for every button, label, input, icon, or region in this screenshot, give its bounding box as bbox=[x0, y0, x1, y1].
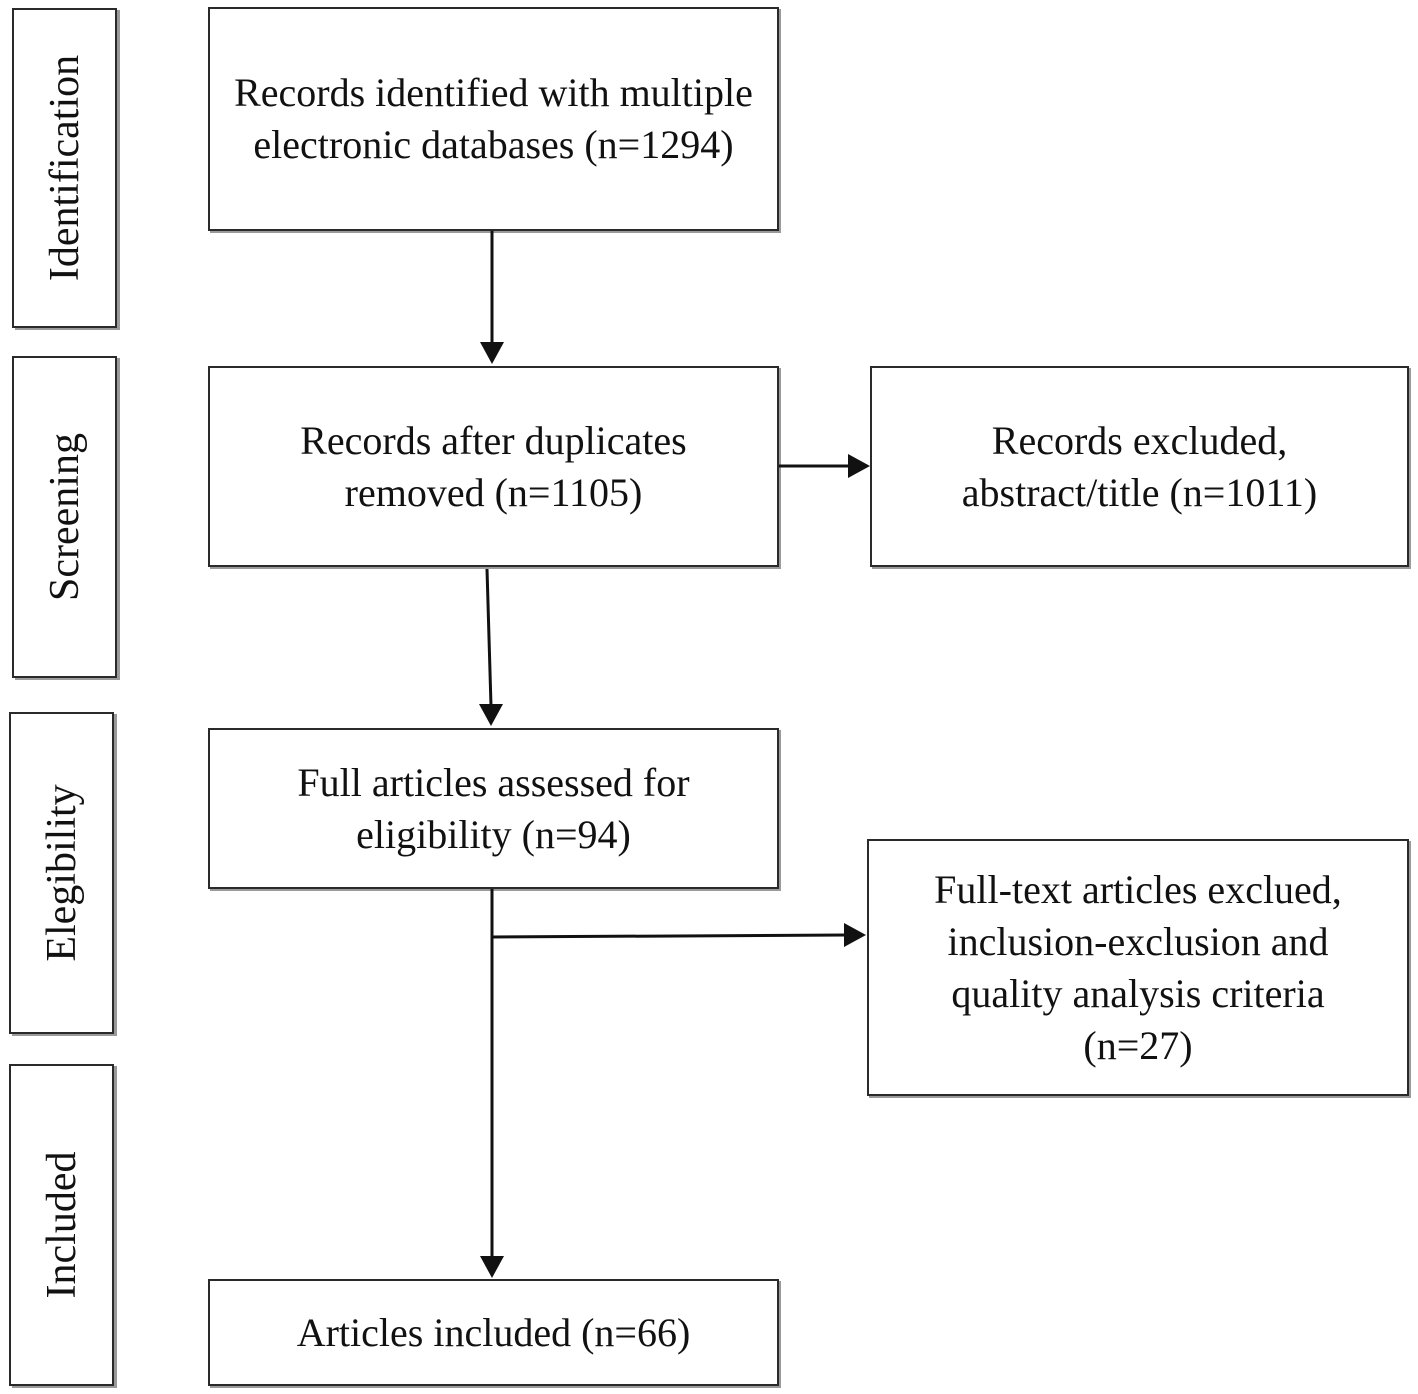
records-after-duplicates-box: Records after duplicates removed (n=1105… bbox=[208, 366, 779, 567]
arrowhead-assessed-to-fulltext-excluded bbox=[844, 923, 866, 947]
records-identified-text: Records identified with multiple electro… bbox=[234, 70, 753, 167]
arrowhead-duplicates-to-excluded bbox=[848, 454, 870, 478]
stage-eligibility: Elegibility bbox=[9, 712, 114, 1034]
arrow-duplicates-to-assessed bbox=[485, 568, 493, 707]
fulltext-excluded-text: Full-text articles exclued, inclusion-ex… bbox=[934, 866, 1342, 1068]
arrowhead-assessed-to-included bbox=[480, 1256, 504, 1278]
articles-included-box: Articles included (n=66) bbox=[208, 1279, 779, 1386]
arrowhead-duplicates-to-assessed bbox=[479, 704, 503, 726]
arrow-assessed-to-fulltext-excluded bbox=[491, 933, 847, 939]
records-excluded-text: Records excluded, abstract/title (n=1011… bbox=[961, 417, 1318, 515]
full-articles-assessed-text: Full articles assessed for eligibility (… bbox=[297, 759, 690, 857]
full-articles-assessed-box: Full articles assessed for eligibility (… bbox=[208, 728, 779, 889]
arrowhead-identified-to-duplicates bbox=[480, 342, 504, 364]
records-excluded-box: Records excluded, abstract/title (n=1011… bbox=[870, 366, 1409, 567]
stage-screening: Screening bbox=[12, 356, 117, 678]
articles-included-text: Articles included (n=66) bbox=[296, 1309, 691, 1355]
records-after-duplicates-text: Records after duplicates removed (n=1105… bbox=[300, 417, 687, 515]
fulltext-excluded-box: Full-text articles exclued, inclusion-ex… bbox=[867, 839, 1409, 1096]
stage-identification: Identification bbox=[12, 8, 117, 328]
records-identified-box: Records identified with multiple electro… bbox=[208, 7, 779, 231]
stage-included: Included bbox=[9, 1064, 114, 1386]
